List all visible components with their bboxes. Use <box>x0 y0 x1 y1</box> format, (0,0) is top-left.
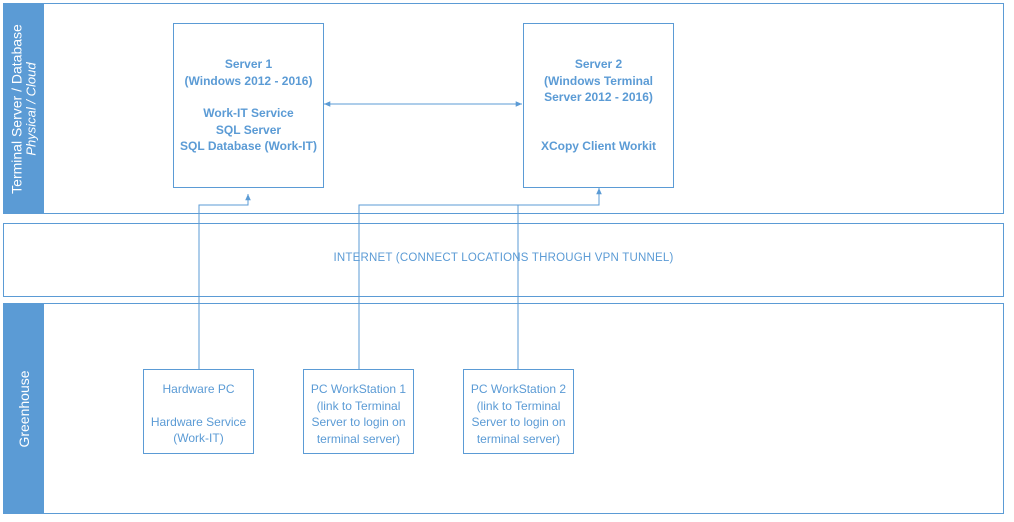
server1-line: SQL Server <box>215 122 282 137</box>
server2-line: Server 2012 - 2016) <box>544 90 653 104</box>
hardware-pc-box: Hardware PC Hardware Service (Work-IT) <box>143 369 254 454</box>
server2-line: XCopy Client Workit <box>540 138 657 153</box>
workstation2-box: PC WorkStation 2 (link to Terminal Serve… <box>463 369 574 454</box>
workstation2-line: Server to login on <box>471 415 566 429</box>
lane-subtitle: Physical / Cloud <box>23 61 39 156</box>
terminal-server-lane-header: Terminal Server / Database Physical / Cl… <box>4 4 44 213</box>
server1-line: Server 1 <box>224 57 273 71</box>
server1-line: SQL Database (Work-IT) <box>180 139 317 153</box>
hardware-pc-line: (Work-IT) <box>173 431 224 445</box>
server1-line: Work-IT Service <box>203 106 294 120</box>
server2-line <box>524 106 673 122</box>
hardware-pc-line: Hardware Service <box>150 414 247 429</box>
server2-line <box>524 122 673 138</box>
greenhouse-lane-header: Greenhouse <box>4 304 44 513</box>
workstation2-line: PC WorkStation 2 <box>470 382 567 396</box>
hardware-pc-line: Hardware PC <box>162 382 235 396</box>
workstation1-line: PC WorkStation 1 <box>310 382 407 396</box>
workstation1-line: (link to Terminal <box>316 398 401 413</box>
internet-lane: INTERNET (CONNECT LOCATIONS THROUGH VPN … <box>3 223 1004 297</box>
hardware-pc-line <box>144 398 253 414</box>
workstation1-box: PC WorkStation 1 (link to Terminal Serve… <box>303 369 414 454</box>
server1-line: (Windows 2012 - 2016) <box>184 73 313 88</box>
lane-title: Terminal Server / Database <box>8 23 25 194</box>
workstation1-line: terminal server) <box>316 431 401 446</box>
server2-line: (Windows Terminal <box>543 73 653 88</box>
internet-label: INTERNET (CONNECT LOCATIONS THROUGH VPN … <box>333 252 674 264</box>
lane-title: Greenhouse <box>15 369 32 448</box>
workstation2-line: terminal server) <box>476 431 561 446</box>
server1-line <box>174 89 323 105</box>
workstation2-line: (link to Terminal <box>476 398 561 413</box>
server2-box: Server 2 (Windows Terminal Server 2012 -… <box>523 23 674 188</box>
terminal-server-lane: Terminal Server / Database Physical / Cl… <box>3 3 1004 214</box>
workstation1-line: Server to login on <box>311 415 406 429</box>
server1-box: Server 1 (Windows 2012 - 2016) Work-IT S… <box>173 23 324 188</box>
server2-line: Server 2 <box>574 57 623 71</box>
